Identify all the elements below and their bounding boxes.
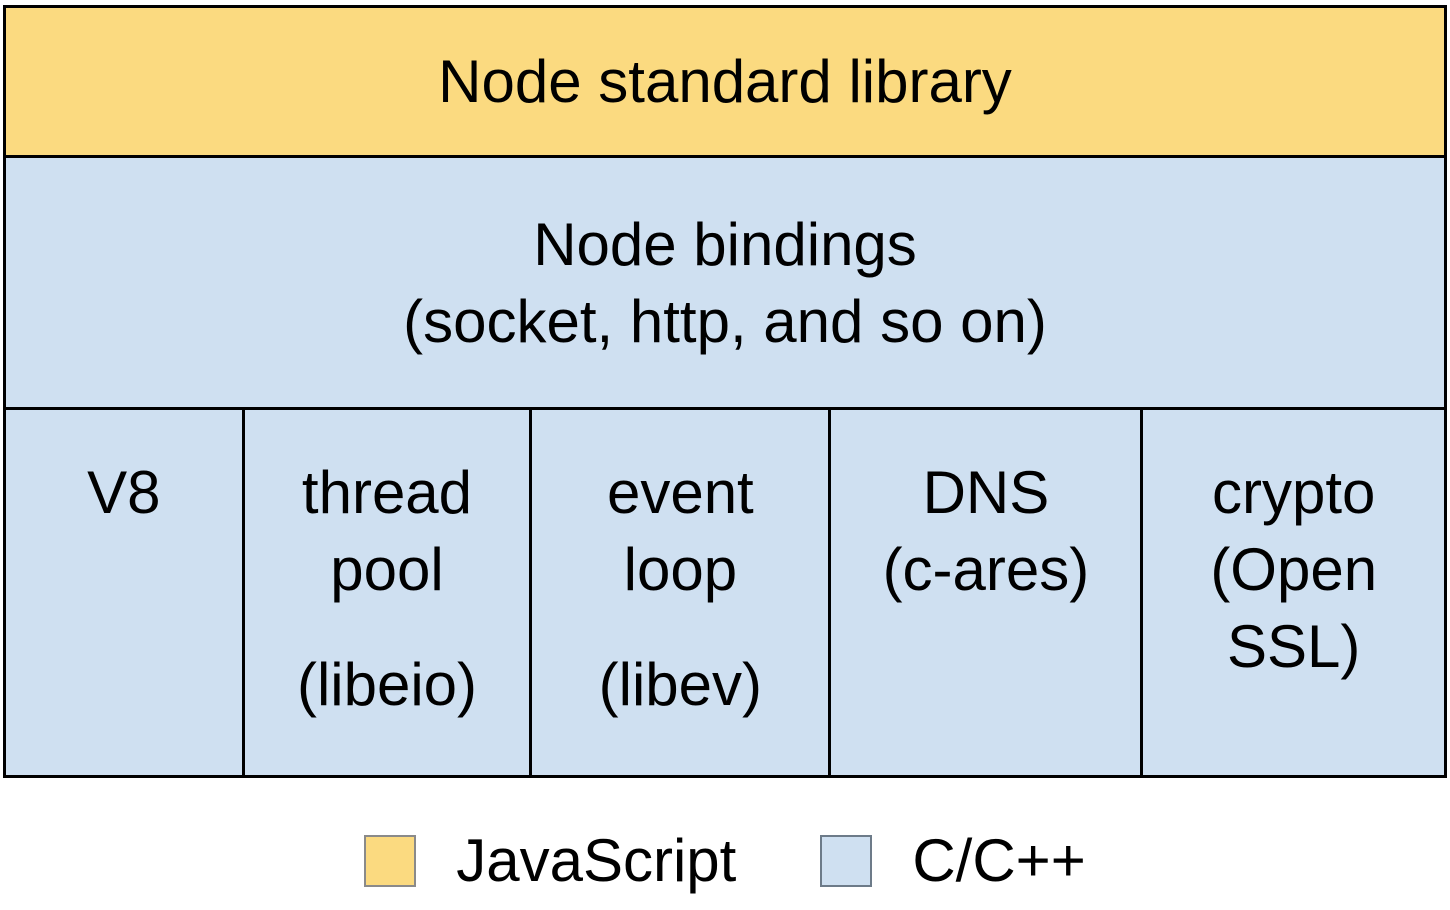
component-event-loop-label-line2: loop	[623, 536, 738, 603]
architecture-box: Node standard library Node bindings (soc…	[3, 5, 1447, 778]
legend-label-c-cpp: C/C++	[912, 827, 1086, 894]
component-v8: V8	[6, 410, 245, 775]
c-cpp-color-swatch	[820, 835, 873, 887]
legend-label-javascript: JavaScript	[456, 827, 737, 894]
javascript-color-swatch	[364, 835, 417, 887]
component-thread-pool-label-line2: pool	[330, 536, 444, 603]
layer-bindings-label-line2: (socket, http, and so on)	[403, 287, 1047, 355]
legend-item-c-cpp: C/C++	[820, 826, 1086, 896]
component-event-loop: event loop (libev)	[532, 410, 832, 775]
legend-item-javascript: JavaScript	[364, 826, 736, 896]
layer-bindings: Node bindings (socket, http, and so on)	[6, 158, 1444, 410]
spacer	[532, 608, 828, 646]
component-v8-label: V8	[87, 459, 161, 526]
component-thread-pool-label-line1: thread	[301, 459, 473, 526]
component-event-loop-lib-label: (libev)	[598, 651, 763, 718]
component-thread-pool-lib-label: (libeio)	[296, 651, 478, 718]
layer-standard-library-label: Node standard library	[438, 48, 1012, 115]
component-dns-label-line1: DNS	[922, 459, 1050, 526]
component-thread-pool: thread pool (libeio)	[245, 410, 533, 775]
layer-components: V8 thread pool (libeio) event loop (libe…	[6, 410, 1444, 775]
legend: JavaScript C/C++	[0, 826, 1450, 896]
component-event-loop-label-line1: event	[606, 459, 754, 526]
component-dns-label-line2: (c-ares)	[882, 536, 1090, 603]
layer-standard-library: Node standard library	[6, 8, 1444, 158]
component-crypto-label-line1: crypto	[1212, 459, 1376, 526]
spacer	[245, 608, 530, 646]
component-crypto-label-line3: SSL)	[1227, 613, 1361, 680]
component-crypto: crypto (Open SSL)	[1143, 410, 1444, 775]
layer-bindings-label-line1: Node bindings	[533, 210, 917, 278]
component-crypto-label-line2: (Open	[1210, 536, 1378, 603]
component-dns: DNS (c-ares)	[831, 410, 1144, 775]
